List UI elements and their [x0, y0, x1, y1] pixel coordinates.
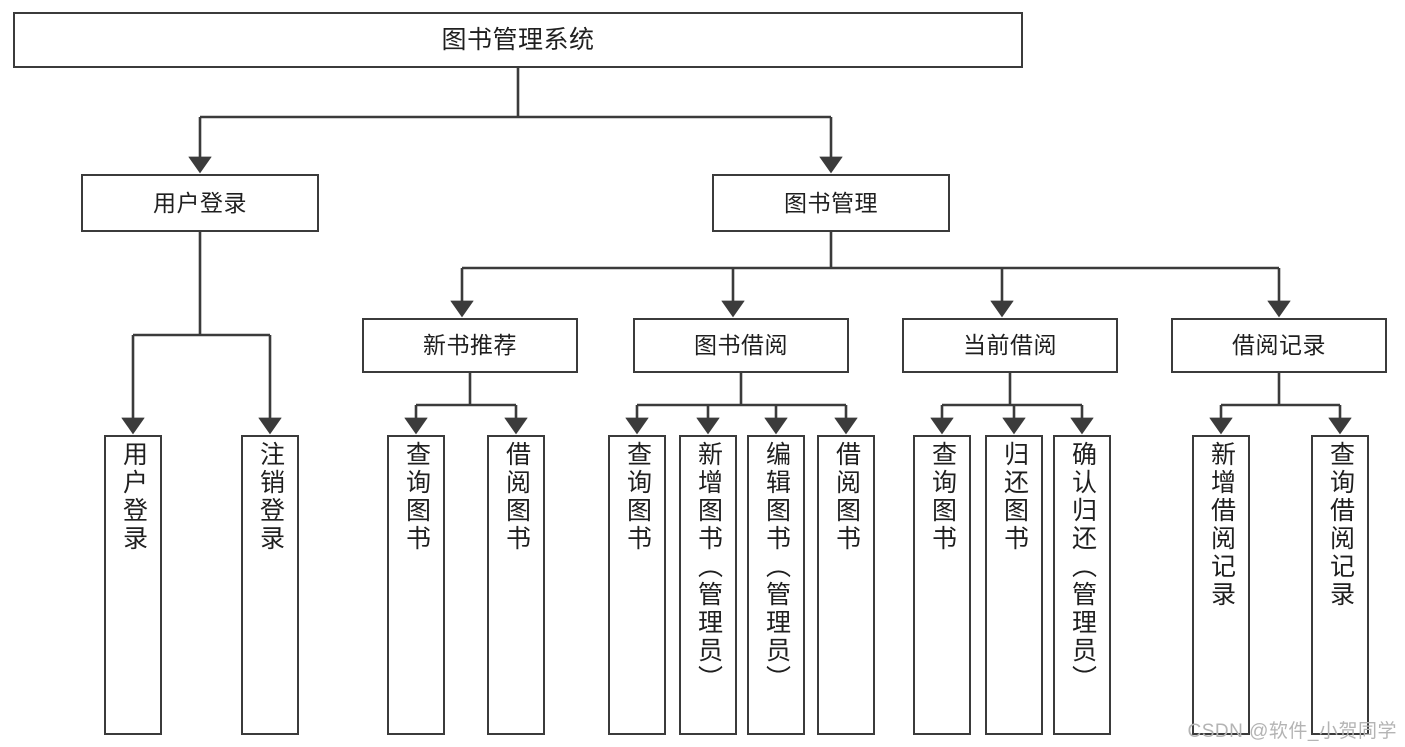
node-leaf-query-book-3[interactable]: 查询图书 — [913, 435, 971, 735]
node-book-management[interactable]: 图书管理 — [712, 174, 950, 232]
node-leaf-add-borrow-record[interactable]: 新增借阅记录 — [1192, 435, 1250, 735]
node-leaf-edit-book[interactable]: 编辑图书（管理员） — [747, 435, 805, 735]
node-label: 借阅记录 — [1232, 332, 1326, 359]
node-leaf-borrow-book-1[interactable]: 借阅图书 — [487, 435, 545, 735]
node-label: 图书借阅 — [694, 332, 788, 359]
node-leaf-query-book-2[interactable]: 查询图书 — [608, 435, 666, 735]
node-label: 确认归还（管理员） — [1068, 441, 1097, 693]
node-label: 归还图书 — [1000, 441, 1029, 553]
node-label: 用户登录 — [153, 189, 247, 216]
node-leaf-query-borrow-record[interactable]: 查询借阅记录 — [1311, 435, 1369, 735]
node-leaf-confirm-return[interactable]: 确认归还（管理员） — [1053, 435, 1111, 735]
node-label: 注销登录 — [256, 441, 285, 553]
node-label: 图书管理 — [784, 189, 878, 216]
node-book-borrow[interactable]: 图书借阅 — [633, 318, 849, 373]
watermark-text: CSDN @软件_小贺同学 — [1187, 721, 1397, 742]
node-label: 查询图书 — [623, 441, 652, 553]
node-borrow-record[interactable]: 借阅记录 — [1171, 318, 1387, 373]
node-label: 新增借阅记录 — [1207, 441, 1236, 609]
node-label: 新书推荐 — [423, 332, 517, 359]
node-user-login[interactable]: 用户登录 — [81, 174, 319, 232]
node-leaf-logout-login[interactable]: 注销登录 — [241, 435, 299, 735]
node-leaf-query-book-1[interactable]: 查询图书 — [387, 435, 445, 735]
node-current-borrow[interactable]: 当前借阅 — [902, 318, 1118, 373]
node-new-book-recommend[interactable]: 新书推荐 — [362, 318, 578, 373]
node-leaf-add-book[interactable]: 新增图书（管理员） — [679, 435, 737, 735]
node-label: 借阅图书 — [502, 441, 531, 553]
node-label: 查询借阅记录 — [1326, 441, 1355, 609]
node-label: 新增图书（管理员） — [694, 441, 723, 693]
node-leaf-return-book[interactable]: 归还图书 — [985, 435, 1043, 735]
node-label: 查询图书 — [402, 441, 431, 553]
node-label: 用户登录 — [119, 441, 148, 553]
node-leaf-borrow-book-2[interactable]: 借阅图书 — [817, 435, 875, 735]
node-label: 查询图书 — [928, 441, 957, 553]
node-label: 图书管理系统 — [441, 25, 595, 54]
node-label: 借阅图书 — [832, 441, 861, 553]
node-label: 编辑图书（管理员） — [762, 441, 791, 693]
node-leaf-user-login[interactable]: 用户登录 — [104, 435, 162, 735]
node-root-book-management-system[interactable]: 图书管理系统 — [13, 12, 1023, 68]
node-label: 当前借阅 — [963, 332, 1057, 359]
